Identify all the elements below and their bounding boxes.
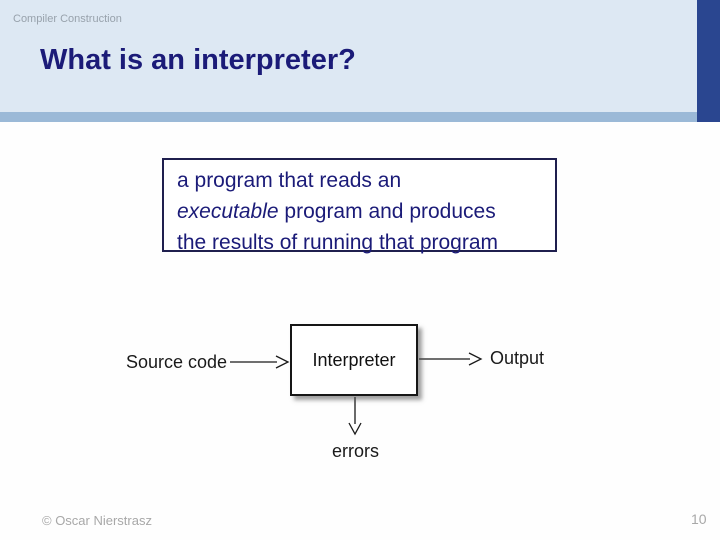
corner-accent-block — [697, 0, 720, 122]
interpreter-box: Interpreter — [290, 324, 418, 396]
output-label: Output — [490, 348, 545, 368]
header-divider-bar — [0, 112, 720, 122]
definition-text-box: a program that reads an executable progr… — [162, 158, 557, 254]
errors-label: errors — [332, 441, 380, 461]
definition-line-2-rest: program and produces — [278, 200, 496, 223]
source-code-label: Source code — [126, 352, 228, 372]
interpreter-to-errors-arrow — [348, 397, 362, 436]
copyright-label: © Oscar Nierstrasz — [42, 513, 152, 528]
interpreter-to-output-arrow — [419, 352, 483, 366]
header-band — [0, 0, 720, 112]
page-number: 10 — [691, 511, 707, 527]
source-to-interpreter-arrow — [230, 355, 290, 369]
definition-line-1: a program that reads an — [177, 169, 402, 192]
definition-line-3: the results of running that program — [177, 231, 499, 254]
definition-line-2: executable program and produces — [177, 196, 542, 227]
course-label: Compiler Construction — [13, 13, 122, 25]
definition-italic-word: executable — [177, 200, 279, 223]
slide-title: What is an interpreter? — [40, 44, 356, 76]
interpreter-box-label: Interpreter — [312, 349, 396, 370]
